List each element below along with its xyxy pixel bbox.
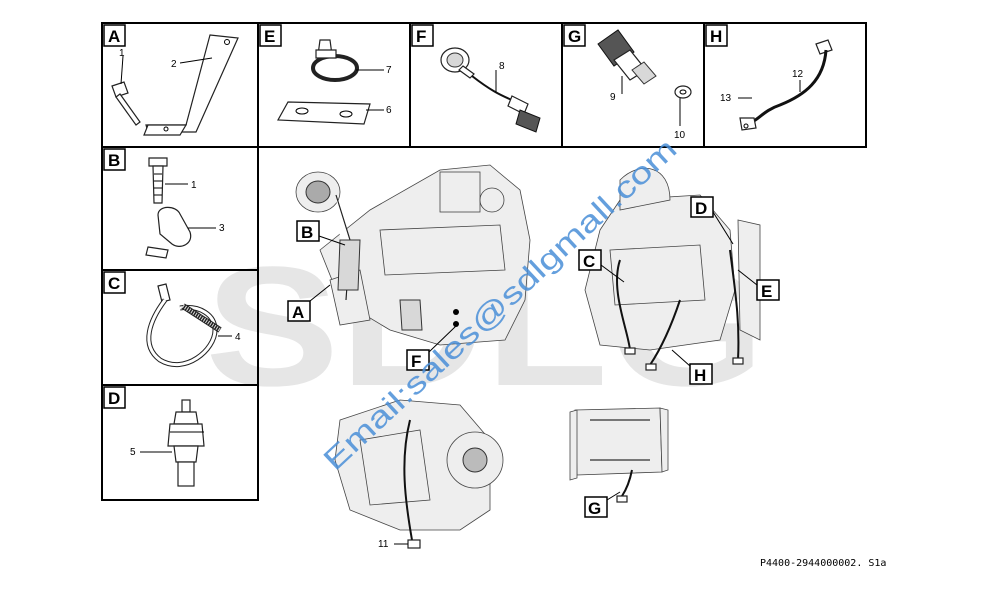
part-11-label: 11: [378, 539, 389, 550]
svg-text:H: H: [694, 366, 706, 385]
panel-h: H 12 13: [703, 22, 867, 148]
panel-d-letter: D: [108, 389, 120, 408]
svg-text:D: D: [695, 199, 707, 218]
callout-c: C: [578, 249, 625, 283]
panel-e-letter: E: [264, 27, 275, 46]
panel-g-letter: G: [568, 27, 581, 46]
panel-b-part-3: 3: [219, 223, 225, 234]
panel-e-part-6: 6: [386, 105, 392, 116]
panel-h-part-12: 12: [792, 69, 804, 80]
panel-h-letter: H: [710, 27, 722, 46]
svg-text:A: A: [292, 303, 304, 322]
callout-g: G: [584, 491, 621, 518]
svg-text:E: E: [761, 282, 772, 301]
callout-b: B: [296, 220, 346, 246]
panel-c-letter: C: [108, 274, 120, 293]
panel-c: C 4: [101, 269, 259, 386]
panel-g-part-9: 9: [610, 92, 616, 103]
drawing-reference: P4400-2944000002. S1a: [760, 558, 886, 569]
engine-view-rear: 11: [334, 399, 504, 550]
panel-f-part-8: 8: [499, 61, 505, 72]
panel-d: D 5: [101, 384, 259, 501]
panel-a-part-1: 1: [119, 48, 125, 59]
callout-a: A: [287, 284, 331, 322]
panel-f: F 8: [409, 22, 563, 148]
tank-view: [569, 407, 669, 503]
panel-g: G 9 10: [561, 22, 705, 148]
panel-a-part-2: 2: [171, 59, 177, 70]
svg-text:B: B: [301, 223, 313, 242]
panel-h-part-13: 13: [720, 93, 732, 104]
callout-e: E: [737, 269, 780, 301]
panel-d-part-5: 5: [130, 447, 136, 458]
callout-d: D: [690, 196, 734, 245]
callout-f: F: [406, 325, 457, 371]
panel-f-letter: F: [416, 27, 426, 46]
panel-b-part-1: 1: [191, 180, 197, 191]
panel-e-part-7: 7: [386, 65, 392, 76]
panel-b: B 1 3: [101, 146, 259, 271]
panel-e: E 7 6: [257, 22, 411, 148]
svg-text:C: C: [583, 252, 595, 271]
panel-g-part-10: 10: [674, 130, 686, 141]
panel-a-letter: A: [108, 27, 120, 46]
callout-h: H: [671, 349, 713, 385]
engine-view-front: [584, 167, 761, 371]
svg-text:F: F: [411, 352, 421, 371]
panel-a: A 1 2: [101, 22, 259, 148]
svg-text:G: G: [588, 499, 601, 518]
engine-view-side: [295, 164, 531, 346]
panel-c-part-4: 4: [235, 332, 241, 343]
panel-b-letter: B: [108, 151, 120, 170]
